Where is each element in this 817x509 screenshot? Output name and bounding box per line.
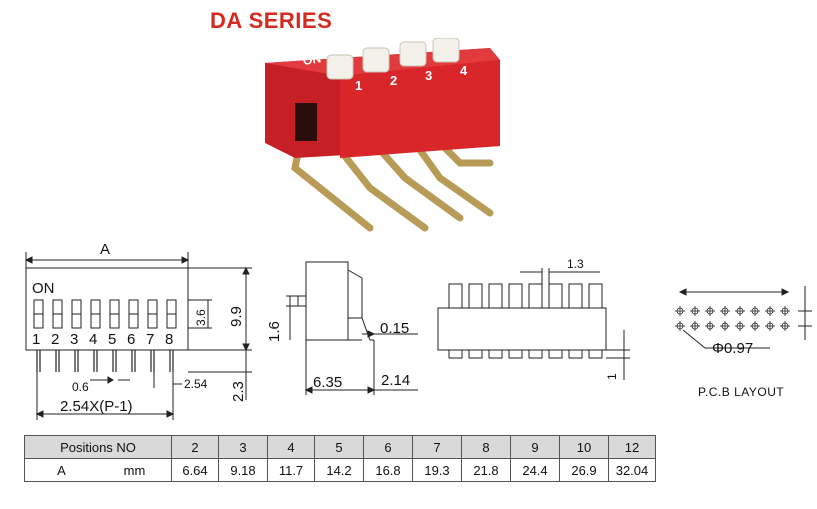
table-cell: 19.3	[412, 458, 462, 482]
table-cell: 9.18	[218, 458, 268, 482]
position-7: 7	[146, 331, 155, 348]
side-view	[286, 261, 418, 395]
position-1: 1	[32, 331, 41, 348]
dim-1-3-label: 1.3	[567, 257, 584, 271]
table-cell: 14.2	[314, 458, 364, 482]
photo-num-1: 1	[355, 78, 362, 93]
dim-2-3-label: 2.3	[230, 381, 247, 402]
dip-switch-photo: ON 1 2 3 4	[265, 38, 500, 232]
front-slots	[33, 299, 177, 329]
dim-9-9-label: 9.9	[228, 306, 245, 327]
dim-2-54-label: 2.54	[184, 377, 208, 391]
technical-drawing	[24, 252, 812, 420]
table-header-row: Positions NO 2 3 4 5 6 7 8 9 10 12	[24, 435, 656, 459]
photo-num-4: 4	[460, 63, 468, 78]
top-knobs	[448, 283, 603, 309]
table-header-cell: 7	[412, 435, 462, 459]
position-2: 2	[51, 331, 60, 348]
dim-2-14-label: 2.14	[381, 372, 411, 389]
dim-3-6-label: 3.6	[194, 309, 208, 326]
table-row-label: A	[57, 462, 66, 478]
knob	[399, 41, 427, 67]
table-header-cell: 3	[218, 435, 268, 459]
front-pins	[36, 350, 174, 372]
front-on-label: ON	[32, 280, 55, 297]
dim-pitch-label: 2.54X(P-1)	[60, 398, 133, 415]
side-body	[305, 261, 349, 341]
position-8: 8	[165, 331, 174, 348]
table-cell: 6.64	[171, 458, 219, 482]
dim-0-6-label: 0.6	[72, 380, 89, 394]
table-cell: 11.7	[267, 458, 315, 482]
switch-side-slot	[295, 103, 317, 141]
position-3: 3	[70, 331, 79, 348]
side-actuator	[297, 295, 307, 307]
pcb-holes	[675, 306, 790, 331]
position-4: 4	[89, 331, 98, 348]
table-header-cell: 9	[510, 435, 560, 459]
table-header-cell: 10	[559, 435, 609, 459]
dim-6-35-label: 6.35	[313, 374, 343, 391]
dimension-table: Positions NO 2 3 4 5 6 7 8 9 10 12 A mm …	[24, 435, 656, 482]
product-title: DA SERIES	[210, 8, 333, 33]
top-body	[437, 307, 607, 351]
dim-1-label: 1	[605, 373, 619, 380]
table-cell: 16.8	[363, 458, 413, 482]
table-header-cell: 8	[461, 435, 511, 459]
position-6: 6	[127, 331, 136, 348]
pin	[336, 146, 429, 232]
pin	[376, 146, 464, 222]
table-header-cell: 2	[171, 435, 219, 459]
hole-diameter-label: Φ0.97	[712, 340, 754, 357]
table-header-cell: 5	[314, 435, 364, 459]
table-row-label-cell: A mm	[24, 458, 172, 482]
table-row-unit: mm	[123, 462, 146, 478]
front-body	[25, 267, 189, 351]
switch-body-front	[340, 60, 500, 158]
table-header-cell: 12	[608, 435, 656, 459]
dim-0-15-label: 0.15	[380, 320, 410, 337]
pcb-layout	[675, 286, 812, 349]
pcb-hole-row-bottom	[675, 321, 790, 331]
knob	[432, 38, 460, 63]
switch-knobs	[326, 38, 460, 80]
front-view	[24, 252, 252, 420]
photo-num-3: 3	[425, 68, 432, 83]
table-header-label: Positions NO	[24, 435, 172, 459]
photo-num-2: 2	[390, 73, 397, 88]
pin	[416, 146, 494, 217]
dim-1-6-label: 1.6	[266, 321, 283, 342]
table-cell: 26.9	[559, 458, 609, 482]
position-5: 5	[108, 331, 117, 348]
pin	[441, 144, 494, 167]
dim-a-label: A	[100, 241, 111, 258]
pcb-hole-row-top	[675, 306, 790, 316]
table-cell: 21.8	[461, 458, 511, 482]
table-header-cell: 6	[363, 435, 413, 459]
table-row: A mm 6.64 9.18 11.7 14.2 16.8 19.3 21.8 …	[24, 458, 656, 482]
top-pin-stubs	[448, 349, 603, 359]
pcb-layout-caption: P.C.B LAYOUT	[698, 385, 785, 399]
knob	[326, 54, 354, 80]
table-header-cell: 4	[267, 435, 315, 459]
photo-on-label: ON	[302, 51, 322, 68]
table-cell: 24.4	[510, 458, 560, 482]
knob	[362, 47, 390, 73]
table-cell: 32.04	[608, 458, 656, 482]
top-view	[437, 268, 630, 380]
